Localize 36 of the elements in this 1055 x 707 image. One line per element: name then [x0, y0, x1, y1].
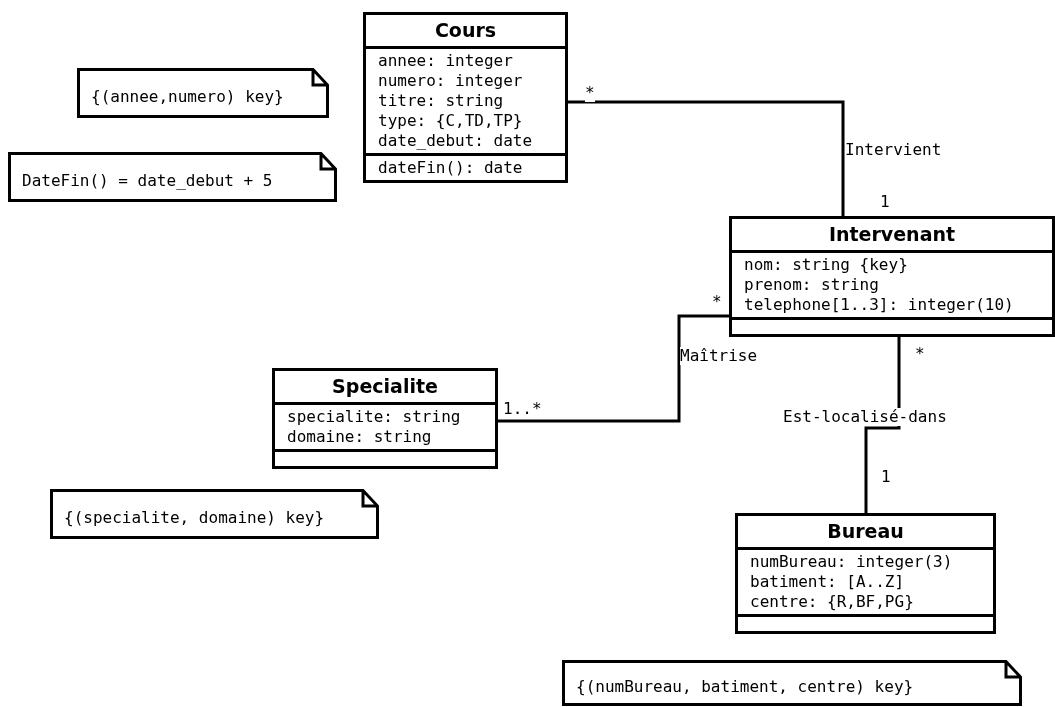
uml-note	[50, 489, 379, 539]
note-text: {(annee,numero) key}	[91, 87, 284, 107]
class-box	[272, 368, 498, 469]
association-line	[498, 314, 729, 423]
attribute-text: nom: string {key}	[744, 255, 909, 275]
class-name: Bureau	[826, 519, 905, 544]
attribute-text: titre: string	[378, 91, 505, 111]
attribute-text: numBureau: integer(3)	[750, 552, 954, 572]
attribute-text: prenom: string	[744, 275, 880, 295]
attribute-text: telephone[1..3]: integer(10)	[744, 295, 1015, 315]
note-text: {(specialite, domaine) key}	[64, 508, 325, 528]
attribute-text: numero: integer	[378, 71, 524, 91]
uml-note	[8, 152, 337, 202]
edge-label: Est-localisé-dans	[783, 408, 947, 426]
class-name: Cours	[433, 18, 498, 43]
attribute-text: type: {C,TD,TP}	[378, 111, 524, 131]
note-text: DateFin() = date_debut + 5	[22, 171, 273, 191]
multiplicity-label: *	[585, 84, 595, 102]
note-text: {(numBureau, batiment, centre) key}	[576, 677, 914, 697]
uml-note	[77, 68, 329, 118]
edge-label: Maîtrise	[680, 347, 758, 365]
attribute-text: batiment: [A..Z]	[750, 572, 906, 592]
attribute-text: date_debut: date	[378, 131, 534, 151]
attribute-text: annee: integer	[378, 51, 514, 71]
method-text: dateFin(): date	[378, 158, 524, 178]
attribute-text: domaine: string	[287, 427, 433, 447]
class-box	[735, 513, 996, 634]
attribute-text: centre: {R,BF,PG}	[750, 592, 915, 612]
association-line	[864, 337, 901, 513]
class-box	[729, 216, 1055, 337]
class-name: Intervenant	[827, 222, 957, 247]
class-box	[363, 12, 568, 183]
class-name: Specialite	[331, 374, 439, 399]
uml-note	[562, 660, 1022, 706]
attribute-text: specialite: string	[287, 407, 462, 427]
association-line	[568, 100, 845, 216]
